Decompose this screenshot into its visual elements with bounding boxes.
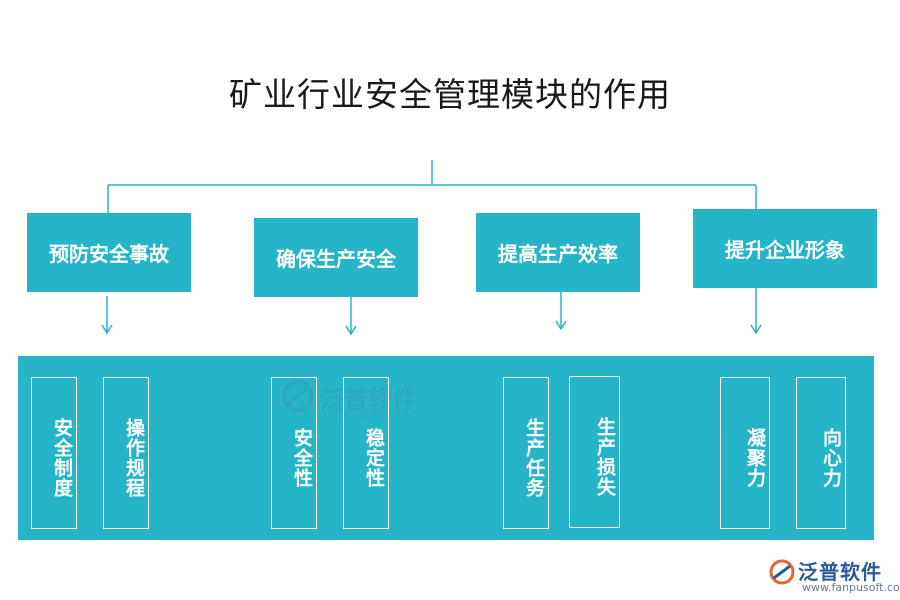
item-box: 稳定性 bbox=[343, 377, 389, 529]
item-box: 凝聚力 bbox=[720, 377, 770, 529]
item-label: 向心力 bbox=[820, 428, 842, 488]
item-label: 凝聚力 bbox=[744, 428, 766, 488]
item-label: 安全性 bbox=[291, 428, 313, 488]
watermark-sub: FANPUSOFTWARE bbox=[322, 410, 419, 419]
category-label: 提高生产效率 bbox=[498, 242, 618, 266]
arrow-down-icon bbox=[345, 296, 357, 336]
item-label: 生产损失 bbox=[594, 417, 616, 497]
item-box: 向心力 bbox=[796, 377, 846, 529]
items-panel bbox=[18, 356, 874, 540]
item-box: 安全性 bbox=[271, 377, 317, 529]
arrow-down-icon bbox=[555, 292, 567, 331]
watermark: 泛普软件 FANPUSOFTWARE bbox=[280, 372, 430, 432]
category-label: 预防安全事故 bbox=[49, 242, 169, 266]
watermark-logo-icon bbox=[282, 380, 314, 412]
diagram-title: 矿业行业安全管理模块的作用 bbox=[229, 75, 671, 114]
fanpu-logo-icon bbox=[769, 559, 795, 585]
logo-name: 泛普软件 bbox=[798, 560, 882, 584]
item-box: 操作规程 bbox=[103, 377, 149, 529]
arrow-down-icon bbox=[750, 288, 762, 335]
category-box-4: 提升企业形象 bbox=[693, 209, 877, 288]
item-label: 稳定性 bbox=[363, 428, 385, 488]
category-box-2: 确保生产安全 bbox=[254, 218, 418, 297]
item-box: 生产损失 bbox=[569, 376, 620, 528]
logo-url: www.fanpusoft.com bbox=[802, 581, 900, 594]
category-label: 提升企业形象 bbox=[725, 238, 845, 262]
category-box-3: 提高生产效率 bbox=[476, 213, 640, 292]
category-label: 确保生产安全 bbox=[276, 247, 396, 271]
item-label: 安全制度 bbox=[51, 418, 73, 498]
item-box: 安全制度 bbox=[31, 377, 77, 529]
brand-logo: 泛普软件 www.fanpusoft.com bbox=[768, 552, 900, 596]
category-box-1: 预防安全事故 bbox=[27, 213, 191, 292]
item-box: 生产任务 bbox=[503, 377, 549, 529]
watermark-name: 泛普软件 bbox=[320, 386, 416, 414]
item-label: 生产任务 bbox=[523, 418, 545, 498]
arrow-down-icon bbox=[101, 296, 113, 335]
item-label: 操作规程 bbox=[123, 418, 145, 498]
